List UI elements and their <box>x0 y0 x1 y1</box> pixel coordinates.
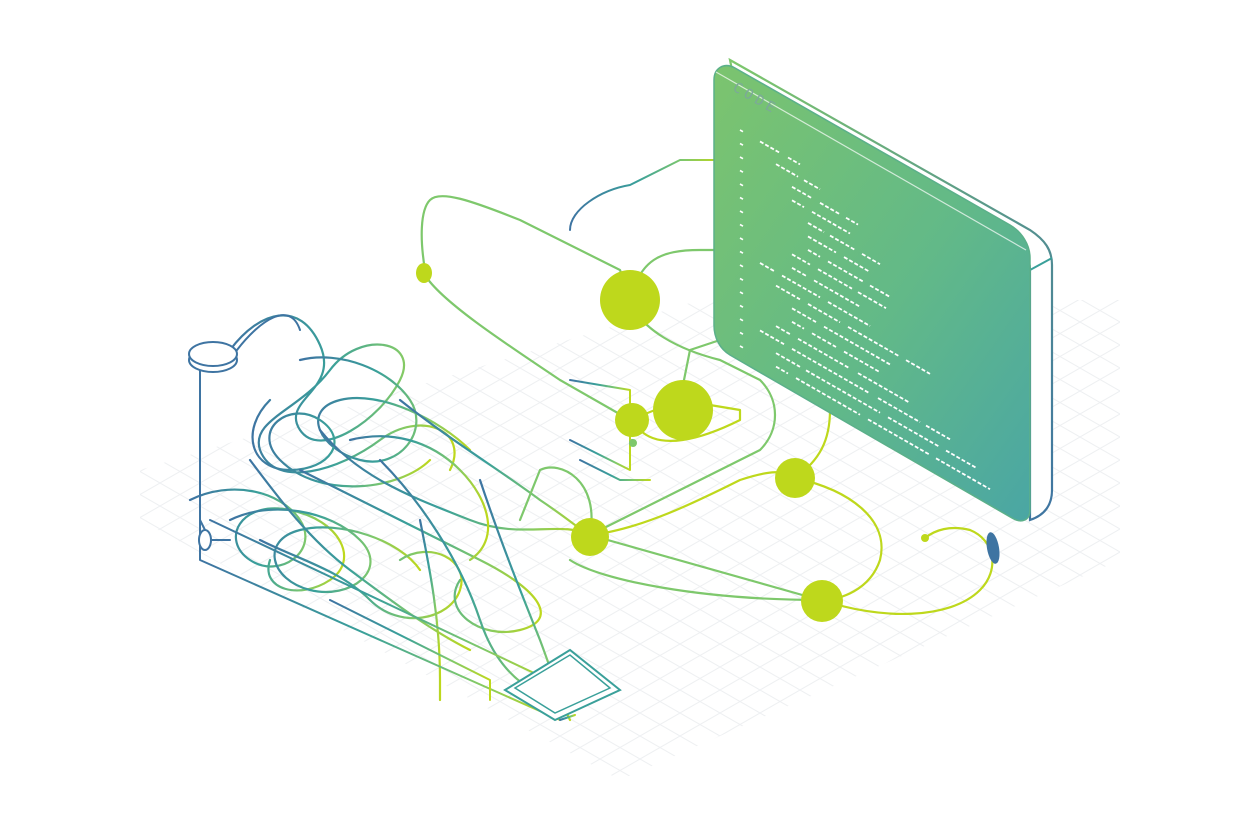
code-line-segment <box>805 369 881 414</box>
code-line-segment <box>811 210 851 235</box>
code-line-bullet <box>739 237 744 241</box>
code-line-segment <box>869 284 891 298</box>
node-small-mid <box>615 403 649 437</box>
code-line-bullet <box>739 223 744 227</box>
code-line-bullet <box>739 196 744 200</box>
code-line-segment <box>843 350 881 374</box>
code-line-bullet <box>739 183 744 187</box>
code-line-segment <box>775 284 801 301</box>
code-line-segment <box>827 260 865 283</box>
bottom-tray <box>503 648 622 722</box>
code-line-bullet <box>739 169 744 173</box>
code-line-segment <box>791 321 805 330</box>
code-line-segment <box>827 301 871 327</box>
code-line-segment <box>807 222 825 233</box>
code-line-segment <box>813 279 861 308</box>
node-tiny-stem <box>629 439 637 447</box>
code-line-segment <box>845 216 859 226</box>
code-line-segment <box>775 163 799 178</box>
code-line-segment <box>797 337 851 370</box>
code-line-segment <box>759 140 781 154</box>
code-line-segment <box>807 249 821 258</box>
code-line-segment <box>823 325 891 366</box>
code-line-segment <box>775 352 801 368</box>
code-line-segment <box>877 397 921 423</box>
code-line-bullet <box>739 156 744 160</box>
connector-disc-icon <box>188 314 301 373</box>
code-line-segment <box>795 377 861 416</box>
node-bottom-right <box>801 580 843 622</box>
node-bottom-left <box>571 518 609 556</box>
code-line-segment <box>925 424 951 441</box>
code-line-segment <box>861 253 881 266</box>
code-line-segment <box>857 372 911 404</box>
node-large-top <box>600 270 660 330</box>
code-line-bullet <box>739 129 744 133</box>
code-line-bullet <box>739 264 744 268</box>
code-line-segment <box>807 303 841 324</box>
code-line-bullet <box>739 250 744 254</box>
code-line-segment <box>791 186 813 200</box>
code-line-segment <box>759 329 785 345</box>
code-line-segment <box>759 262 775 272</box>
code-line-segment <box>791 348 871 395</box>
code-line-segment <box>811 332 837 348</box>
code-line-bullet <box>739 291 744 295</box>
code-line-segment <box>807 235 837 254</box>
code-line-segment <box>857 291 887 309</box>
code-line-segment <box>775 365 789 375</box>
code-line-segment <box>791 267 807 277</box>
node-right <box>775 458 815 498</box>
code-line-bullet <box>739 277 744 281</box>
node-tiny-end <box>921 534 929 542</box>
pipe-segment <box>198 519 231 551</box>
code-line-segment <box>791 199 805 208</box>
code-line-segment <box>817 268 853 290</box>
code-line-bullet <box>739 304 744 308</box>
code-line-bullet <box>739 142 744 146</box>
code-line-bullet <box>739 210 744 214</box>
code-screen-icon: CODE <box>713 57 1054 522</box>
code-line-segment <box>829 234 857 252</box>
code-line-segment <box>781 274 821 299</box>
code-line-segment <box>887 416 941 448</box>
code-line-segment <box>775 325 791 335</box>
code-line-segment <box>791 253 811 266</box>
code-line-segment <box>787 156 801 166</box>
node-large-mid <box>653 380 713 440</box>
code-line-bullet <box>739 345 744 349</box>
code-text-lines <box>739 129 991 491</box>
network-nodes <box>416 263 929 622</box>
code-line-segment <box>791 307 817 323</box>
code-line-bullet <box>739 318 744 322</box>
connector-plug-icon <box>986 532 1000 564</box>
node-tiny-left <box>416 263 432 283</box>
code-line-segment <box>905 359 931 375</box>
code-line-segment <box>843 256 871 273</box>
code-line-segment <box>935 457 991 491</box>
code-line-segment <box>819 202 841 216</box>
code-line-bullet <box>739 331 744 335</box>
code-line-segment <box>803 179 821 191</box>
code-line-segment <box>847 326 901 358</box>
